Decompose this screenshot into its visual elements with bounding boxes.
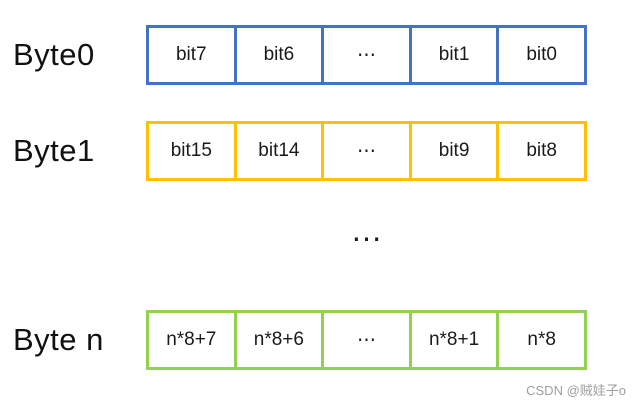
bit-cell-ellipsis: ⋯ [321, 313, 409, 367]
bit-cell-ellipsis: ⋯ [321, 124, 409, 178]
byte-n-box: n*8+7 n*8+6 ⋯ n*8+1 n*8 [146, 310, 587, 370]
byte0-box: bit7 bit6 ⋯ bit1 bit0 [146, 25, 587, 85]
bit-cell: bit14 [233, 124, 322, 178]
bit-cell: bit1 [408, 28, 497, 82]
byte0-row: Byte0 bit7 bit6 ⋯ bit1 bit0 [0, 25, 635, 85]
bit-cell: n*8+6 [233, 313, 322, 367]
bit-cell: n*8+1 [408, 313, 497, 367]
bit-cell: bit6 [233, 28, 322, 82]
byte0-label: Byte0 [13, 37, 95, 72]
bit-cell: n*8 [496, 313, 584, 367]
bit-cell: bit7 [149, 28, 234, 82]
byte-n-row: Byte n n*8+7 n*8+6 ⋯ n*8+1 n*8 [0, 310, 635, 370]
bit-cell: bit8 [496, 124, 584, 178]
bit-cell: bit0 [496, 28, 584, 82]
bit-cell-ellipsis: ⋯ [321, 28, 409, 82]
bit-cell: bit9 [408, 124, 497, 178]
byte1-box: bit15 bit14 ⋯ bit9 bit8 [146, 121, 587, 181]
bit-cell: bit15 [149, 124, 234, 178]
byte1-label: Byte1 [13, 133, 95, 168]
bit-cell: n*8+7 [149, 313, 234, 367]
csdn-watermark: CSDN @贼娃子o [526, 383, 626, 398]
rows-continuation-ellipsis: … [350, 212, 383, 248]
byte-n-label: Byte n [13, 322, 104, 357]
byte1-row: Byte1 bit15 bit14 ⋯ bit9 bit8 [0, 121, 635, 181]
